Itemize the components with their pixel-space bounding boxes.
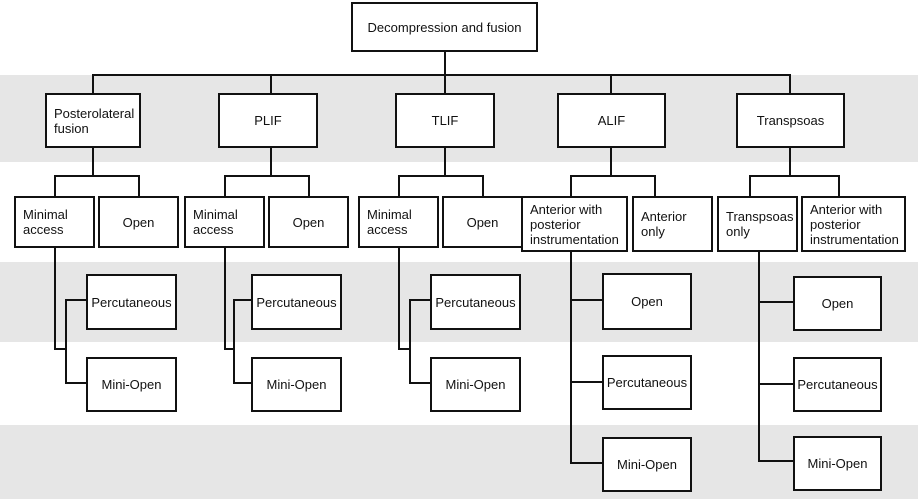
technique-label: Mini-Open bbox=[617, 457, 677, 472]
approach-label: PLIF bbox=[254, 113, 282, 128]
technique-mini-open: Mini-Open bbox=[430, 357, 521, 412]
technique-open: Open bbox=[602, 273, 692, 330]
option-transpsoas-only: Transpsoas only bbox=[717, 196, 798, 252]
option-anterior-with-posterior-instrumentation: Anterior with posterior instrumentation bbox=[801, 196, 906, 252]
connector-posterolateral bbox=[54, 147, 140, 197]
option-anterior-only: Anterior only bbox=[632, 196, 713, 252]
option-label: Open bbox=[122, 214, 155, 230]
option-open: Open bbox=[98, 196, 179, 248]
option-label: Minimal access bbox=[367, 207, 412, 237]
technique-percutaneous: Percutaneous bbox=[793, 357, 882, 412]
connector-posterolateral-techniques bbox=[54, 247, 87, 384]
option-label: Minimal access bbox=[23, 207, 68, 237]
option-label: Open bbox=[292, 214, 325, 230]
connector-plif bbox=[224, 147, 310, 197]
technique-percutaneous: Percutaneous bbox=[602, 355, 692, 410]
connector-tlif-techniques bbox=[398, 247, 431, 384]
option-label: Anterior with posterior instrumentation bbox=[810, 201, 899, 247]
technique-percutaneous: Percutaneous bbox=[251, 274, 342, 330]
technique-label: Mini-Open bbox=[266, 377, 327, 392]
technique-label: Percutaneous bbox=[256, 294, 337, 310]
technique-open: Open bbox=[793, 276, 882, 331]
connector-root bbox=[92, 51, 791, 94]
connector-transpsoas-techniques bbox=[758, 251, 794, 462]
approach-alif: ALIF bbox=[557, 93, 666, 148]
option-label: Anterior with posterior instrumentation bbox=[530, 201, 619, 247]
option-minimal-access: Minimal access bbox=[184, 196, 265, 248]
option-anterior-with-posterior-instrumentation: Anterior with posterior instrumentation bbox=[521, 196, 628, 252]
option-minimal-access: Minimal access bbox=[358, 196, 439, 248]
option-label: Open bbox=[466, 214, 499, 230]
connector-alif bbox=[570, 147, 656, 197]
approach-plif: PLIF bbox=[218, 93, 318, 148]
technique-percutaneous: Percutaneous bbox=[430, 274, 521, 330]
technique-percutaneous: Percutaneous bbox=[86, 274, 177, 330]
technique-mini-open: Mini-Open bbox=[793, 436, 882, 491]
connector-transpsoas bbox=[749, 147, 840, 197]
option-open: Open bbox=[268, 196, 349, 248]
approach-label: TLIF bbox=[431, 113, 459, 128]
approach-label: ALIF bbox=[597, 113, 626, 128]
technique-label: Percutaneous bbox=[435, 294, 516, 310]
technique-label: Mini-Open bbox=[807, 456, 868, 471]
technique-mini-open: Mini-Open bbox=[86, 357, 177, 412]
technique-label: Percutaneous bbox=[91, 294, 172, 310]
approach-label: Posterolateral fusion bbox=[54, 105, 135, 136]
option-label: Anterior only bbox=[641, 209, 687, 239]
connector-plif-techniques bbox=[224, 247, 252, 384]
approach-posterolateral-fusion: Posterolateral fusion bbox=[45, 93, 141, 148]
connector-alif-techniques bbox=[570, 251, 603, 464]
technique-label: Open bbox=[821, 296, 854, 311]
technique-label: Mini-Open bbox=[101, 377, 162, 392]
approach-transpsoas: Transpsoas bbox=[736, 93, 845, 148]
technique-label: Percutaneous bbox=[797, 377, 878, 392]
root-label: Decompression and fusion bbox=[367, 19, 522, 35]
option-label: Transpsoas only bbox=[726, 209, 794, 239]
connector-tlif bbox=[398, 147, 484, 197]
root-node: Decompression and fusion bbox=[351, 2, 538, 52]
technique-label: Mini-Open bbox=[445, 377, 506, 392]
technique-mini-open: Mini-Open bbox=[602, 437, 692, 492]
approach-label: Transpsoas bbox=[756, 113, 825, 128]
option-open: Open bbox=[442, 196, 523, 248]
technique-label: Percutaneous bbox=[606, 375, 688, 390]
option-label: Minimal access bbox=[193, 207, 238, 237]
technique-mini-open: Mini-Open bbox=[251, 357, 342, 412]
option-minimal-access: Minimal access bbox=[14, 196, 95, 248]
technique-label: Open bbox=[631, 294, 663, 309]
approach-tlif: TLIF bbox=[395, 93, 495, 148]
